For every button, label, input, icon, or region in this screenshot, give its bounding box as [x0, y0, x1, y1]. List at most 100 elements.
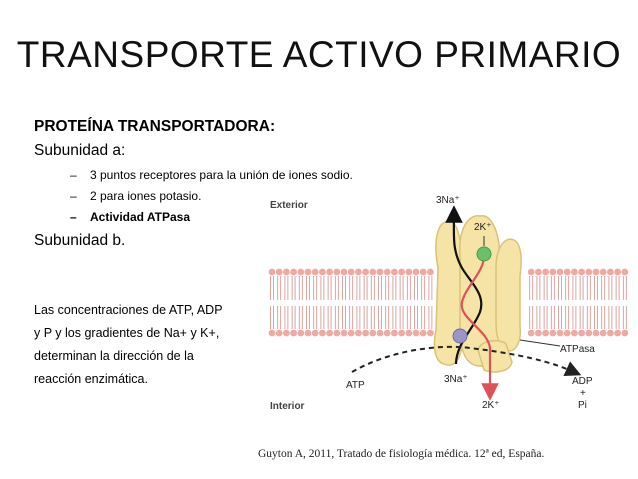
lipid-tail: [342, 276, 346, 329]
lipid-tail: [615, 276, 620, 329]
lipid-head: [347, 268, 355, 276]
lipid-head: [614, 329, 621, 337]
lipid-head: [419, 268, 427, 276]
lipid-head: [571, 268, 578, 276]
lipid-head: [319, 329, 326, 337]
lipid-head: [398, 329, 405, 337]
subunit-b-label: Subunidad b.: [34, 232, 126, 249]
lipid-head: [362, 268, 369, 276]
subunit-a-list: – 3 puntos receptores para la unión de i…: [70, 165, 353, 228]
lipid-head: [275, 329, 283, 337]
lipid-head: [304, 268, 312, 276]
section-heading: PROTEÍNA TRANSPORTADORA:: [34, 118, 276, 135]
paragraph-line: Las concentraciones de ATP, ADP: [34, 303, 223, 317]
lipid-tail: [270, 276, 274, 329]
lipid-head: [297, 329, 305, 337]
lipid-tail: [406, 276, 411, 329]
lipid-tail: [622, 276, 627, 329]
membrane-top-heads: [268, 268, 629, 276]
lipid-tail: [529, 276, 534, 329]
lipid-head: [585, 268, 593, 276]
lipid-tail: [414, 276, 418, 329]
lipid-head: [542, 329, 549, 337]
lipid-tail: [313, 276, 318, 329]
lipid-tail: [565, 276, 570, 329]
lipid-head: [607, 268, 614, 276]
list-item: – Actividad ATPasa: [70, 207, 353, 228]
lipid-head: [556, 268, 564, 276]
bullet-text: 3 puntos receptores para la unión de ion…: [90, 168, 353, 182]
lipid-head: [333, 268, 341, 276]
lipid-head: [427, 329, 434, 337]
atp-to-adp-arrow: [351, 345, 582, 376]
lipid-tail: [601, 276, 606, 329]
adp-label: ADP: [572, 376, 593, 387]
lipid-head: [599, 268, 607, 276]
lipid-head: [527, 268, 535, 276]
lipid-head: [412, 329, 420, 337]
lipid-tail: [558, 276, 562, 329]
lipid-head: [383, 268, 391, 276]
sodium-in-label: 3Na⁺: [444, 374, 468, 385]
lipid-tail: [572, 276, 577, 329]
lipid-head: [527, 329, 535, 337]
pi-label: Pi: [578, 400, 587, 411]
lipid-head: [362, 329, 369, 337]
bullet-text: 2 para iones potasio.: [90, 189, 202, 203]
lipid-tail: [306, 276, 310, 329]
lipid-head: [290, 268, 297, 276]
lipid-head: [275, 268, 283, 276]
membrane-bottom-heads: [268, 329, 629, 337]
lipid-tail: [550, 276, 555, 329]
lipid-head: [621, 329, 629, 337]
lipid-head: [419, 329, 427, 337]
lipid-head: [369, 329, 377, 337]
lipid-head: [391, 329, 398, 337]
lipid-head: [391, 268, 398, 276]
lipid-head: [347, 329, 355, 337]
lipid-head: [268, 268, 276, 276]
list-item: – 2 para iones potasio.: [70, 186, 353, 207]
lipid-tail: [543, 276, 548, 329]
lipid-tail: [392, 276, 397, 329]
lipid-head: [405, 268, 413, 276]
lipid-tail: [277, 276, 282, 329]
lipid-head: [607, 329, 614, 337]
lipid-head: [304, 329, 312, 337]
bullet-dash: –: [70, 168, 77, 182]
lipid-head: [383, 329, 391, 337]
lipid-tail: [428, 276, 433, 329]
lipid-head: [556, 329, 564, 337]
lipid-head: [592, 329, 600, 337]
paragraph-line: reacción enzimática.: [34, 372, 148, 386]
potassium-path-arrow: [460, 255, 499, 401]
lipid-tail: [298, 276, 303, 329]
plus-label: +: [580, 388, 586, 399]
atpasa-pointer: [519, 339, 561, 347]
lipid-head: [549, 329, 557, 337]
lipid-head: [369, 268, 377, 276]
lipid-tail: [291, 276, 296, 329]
citation-caption: Guyton A, 2011, Tratado de fisiología mé…: [258, 448, 545, 460]
lipid-head: [405, 329, 413, 337]
membrane: [268, 268, 629, 337]
lipid-tail: [363, 276, 368, 329]
lipid-tail: [334, 276, 339, 329]
lipid-head: [268, 329, 276, 337]
potassium-in-label: 2K⁺: [482, 400, 500, 411]
atpasa-label: ATPasa: [560, 344, 595, 355]
lipid-head: [297, 268, 305, 276]
bullet-text: Actividad ATPasa: [90, 210, 191, 224]
slide-title: TRANSPORTE ACTIVO PRIMARIO: [16, 34, 622, 75]
lipid-tail: [579, 276, 584, 329]
lipid-tail: [594, 276, 598, 329]
lipid-head: [578, 268, 585, 276]
lipid-tail: [370, 276, 375, 329]
lipid-head: [621, 268, 629, 276]
paragraph-line: determinan la dirección de la: [34, 349, 194, 363]
lipid-head: [535, 268, 542, 276]
lipid-head: [376, 329, 384, 337]
lipid-tail: [608, 276, 613, 329]
lipid-head: [412, 268, 420, 276]
